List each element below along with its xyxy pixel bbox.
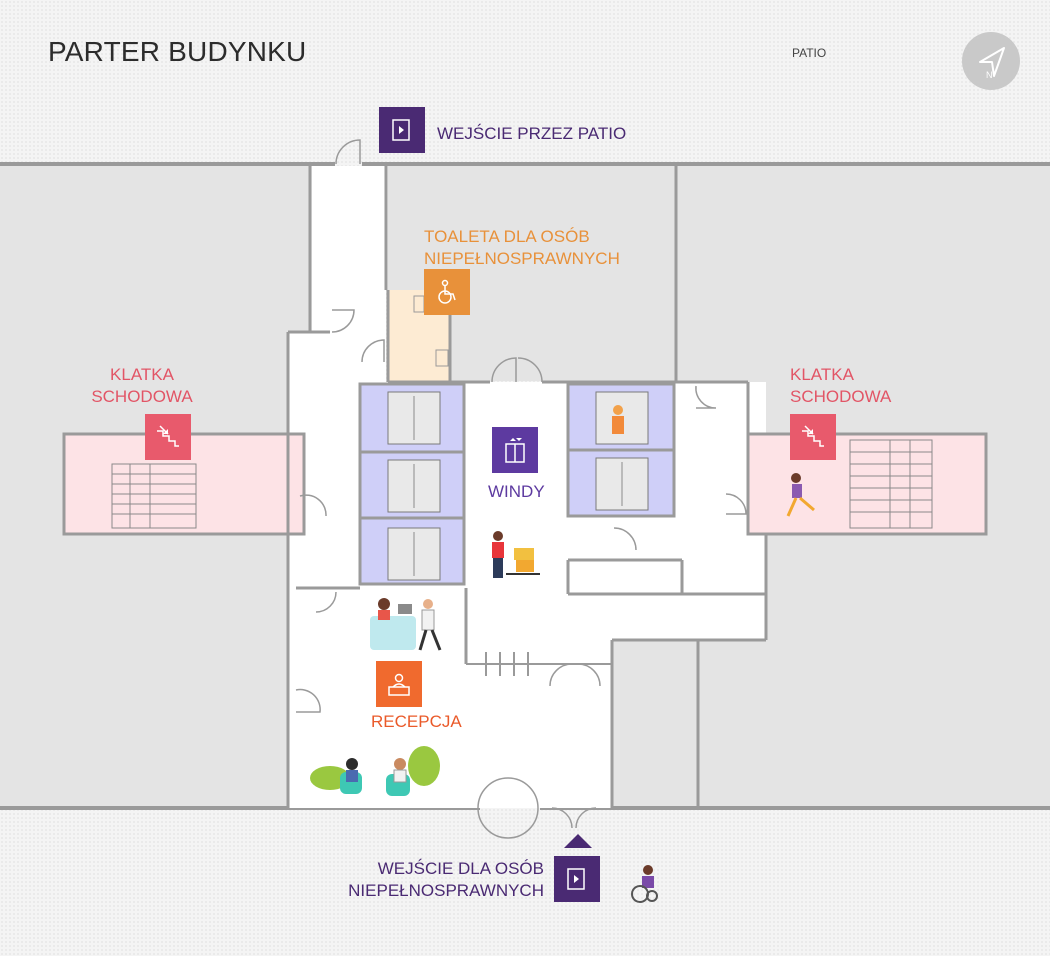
accessible-entrance-line2: NIEPEŁNOSPRAWNYCH xyxy=(348,881,544,900)
lounge-scene xyxy=(310,746,440,796)
stairs-right-label: KLATKA SCHODOWA xyxy=(790,364,891,408)
patio-entrance-label: WEJŚCIE PRZEZ PATIO xyxy=(437,124,627,143)
entrance-arrow xyxy=(564,834,592,848)
stairs-down-icon xyxy=(802,425,824,447)
delivery-scene xyxy=(492,531,540,578)
toilet-label-line1: TOALETA DLA OSÓB xyxy=(424,227,590,246)
stairs-down-icon xyxy=(157,425,179,447)
person-wheelchair xyxy=(631,865,658,903)
toilet-label-line2: NIEPEŁNOSPRAWNYCH xyxy=(424,249,620,268)
stairs-left-line1: KLATKA xyxy=(110,365,174,384)
reception-label: RECEPCJA xyxy=(371,712,462,731)
compass[interactable]: N xyxy=(962,32,1020,90)
stairs-left-label: KLATKA SCHODOWA xyxy=(90,364,194,408)
stairs-left-treads xyxy=(111,463,197,529)
stairs-left-line2: SCHODOWA xyxy=(91,387,193,406)
door-exit-icon xyxy=(392,119,410,141)
reception-badge[interactable] xyxy=(376,661,422,707)
stairs-right-line1: KLATKA xyxy=(790,365,854,384)
reception-scene xyxy=(370,598,442,651)
elevators-label: WINDY xyxy=(488,482,545,501)
accessible-entrance-badge[interactable] xyxy=(554,856,600,902)
elevator-icon xyxy=(505,438,525,463)
stairs-right-badge[interactable] xyxy=(790,414,836,460)
stairs-right-line2: SCHODOWA xyxy=(790,387,892,406)
toilet-badge[interactable] xyxy=(424,269,470,315)
toilet-label: TOALETA DLA OSÓB NIEPEŁNOSPRAWNYCH xyxy=(424,226,620,270)
inner-walls xyxy=(286,166,768,808)
compass-arrow-icon: N xyxy=(979,47,1005,80)
door-swings xyxy=(295,139,747,839)
svg-text:N: N xyxy=(986,70,993,80)
stairs-left-badge[interactable] xyxy=(145,414,191,460)
patio-entrance-badge[interactable] xyxy=(379,107,425,153)
elevator-doors xyxy=(387,391,649,581)
accessible-entrance-label: WEJŚCIE DLA OSÓB NIEPEŁNOSPRAWNYCH xyxy=(344,858,544,902)
door-exit-icon xyxy=(567,868,585,890)
patio-label: PATIO xyxy=(792,46,827,60)
person-running xyxy=(786,473,815,517)
reception-desk-icon xyxy=(388,673,410,696)
stairwell-right xyxy=(746,432,988,536)
page-title: PARTER BUDYNKU xyxy=(48,36,307,67)
wheelchair-icon xyxy=(438,279,456,304)
accessible-entrance-line1: WEJŚCIE DLA OSÓB xyxy=(377,859,544,878)
stairs-right-treads xyxy=(849,439,933,529)
railing xyxy=(466,652,612,676)
elevators-badge[interactable] xyxy=(492,427,538,473)
